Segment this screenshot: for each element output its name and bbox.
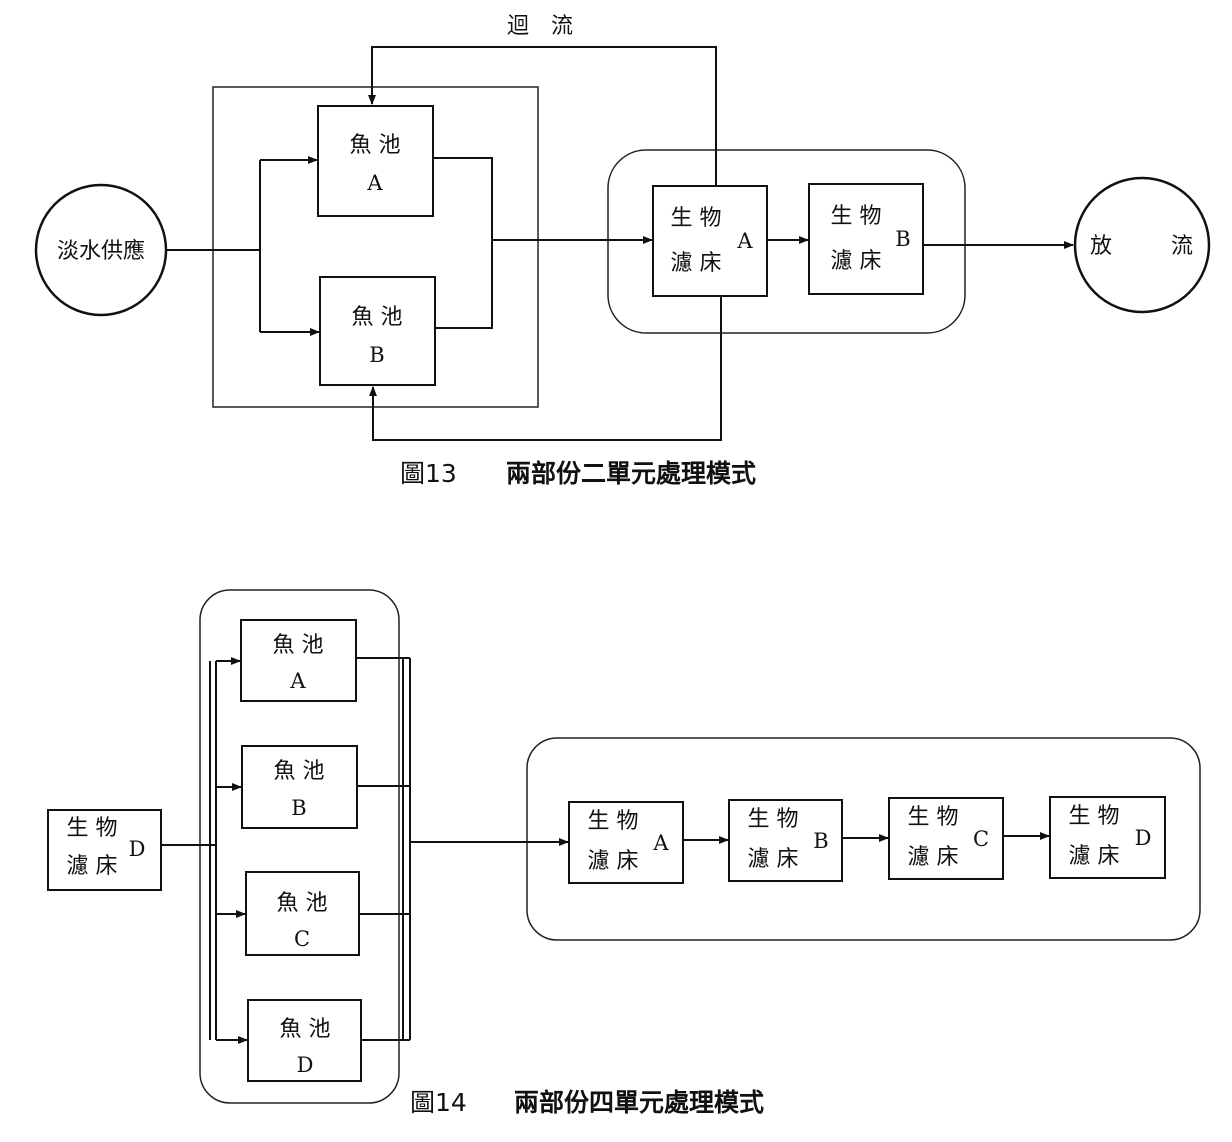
fig14-pond-a: 魚 池 A	[240, 619, 357, 702]
filter-id: C	[973, 827, 989, 851]
fig13-filter-a: 生 物 濾 床 A	[652, 185, 768, 297]
filter-line2: 濾 床	[908, 845, 959, 870]
discharge-label-right: 流	[1171, 234, 1193, 259]
supply-label: 淡水供應	[57, 238, 145, 264]
filter-line1: 生 物	[671, 206, 722, 231]
filter-line2: 濾 床	[831, 249, 882, 274]
recirculation-top-line	[368, 46, 717, 186]
filter-line1: 生 物	[748, 807, 799, 832]
pond-id: B	[369, 343, 384, 367]
fig14-pond-c: 魚 池 C	[245, 871, 360, 956]
pond-id: A	[366, 171, 383, 195]
fig14-filter-a: 生 物 濾 床 A	[568, 801, 684, 884]
fig14-source-filter-d: 生 物 濾 床 D	[47, 809, 162, 891]
figure-14: 生 物 濾 床 D 魚 池 A 魚 池 B 魚 池 C 魚 池	[47, 589, 1201, 1117]
discharge-node: 放 流	[1073, 176, 1211, 314]
figure14-caption-text: 兩部份四單元處理模式	[514, 1088, 764, 1117]
pond-name: 魚 池	[277, 891, 328, 916]
filter-id: B	[895, 227, 910, 251]
fig13-pond-a: 魚 池 A	[317, 105, 434, 217]
filter-line1: 生 物	[1069, 804, 1120, 829]
fig14-filter-b: 生 物 濾 床 B	[728, 799, 843, 882]
filter-line2: 濾 床	[588, 849, 639, 874]
filter-line1: 生 物	[831, 204, 882, 229]
figure13-caption-number: 圖13	[400, 459, 457, 488]
recirculation-bottom-line	[369, 296, 722, 441]
filter-line2: 濾 床	[1069, 844, 1120, 869]
pond-merge-line	[433, 157, 493, 329]
pond-name: 魚 池	[274, 759, 325, 784]
filter-line1: 生 物	[588, 809, 639, 834]
figure13-caption-text: 兩部份二單元處理模式	[506, 459, 756, 488]
fig14-pond-d: 魚 池 D	[247, 999, 362, 1082]
pond-group-frame	[212, 86, 539, 408]
figure-13: 淡水供應 放 流 魚 池 A 魚 池 B 生 物	[34, 14, 1211, 488]
pond-id: B	[291, 796, 306, 820]
pond-name: 魚 池	[280, 1017, 331, 1042]
pond-name: 魚 池	[273, 633, 324, 658]
pond-name: 魚 池	[350, 133, 401, 158]
filter-id: D	[129, 837, 146, 861]
freshwater-supply-node: 淡水供應	[34, 183, 168, 317]
filter-id: A	[652, 831, 669, 855]
figure14-caption-number: 圖14	[410, 1088, 467, 1117]
fig13-pond-b: 魚 池 B	[319, 276, 436, 386]
filter-line2: 濾 床	[671, 251, 722, 276]
filter-line1: 生 物	[908, 805, 959, 830]
filter-group-frame	[607, 149, 966, 334]
pond-name: 魚 池	[352, 305, 403, 330]
discharge-label-left: 放	[1090, 234, 1112, 259]
filter-line2: 濾 床	[748, 847, 799, 872]
filter-group-frame	[526, 737, 1201, 941]
recirculation-label: 迴 流	[507, 14, 573, 39]
pond-id: A	[289, 669, 306, 693]
fig14-pond-b: 魚 池 B	[241, 745, 358, 829]
fig14-filter-d: 生 物 濾 床 D	[1049, 796, 1166, 879]
filter-id: A	[736, 229, 753, 253]
fig14-filter-c: 生 物 濾 床 C	[888, 797, 1004, 880]
filter-line1: 生 物	[67, 816, 118, 841]
pond-group-frame	[199, 589, 400, 1104]
filter-id: D	[1135, 826, 1152, 850]
fig13-filter-b: 生 物 濾 床 B	[808, 183, 924, 295]
pond-id: D	[297, 1053, 314, 1077]
filter-id: B	[813, 829, 828, 853]
filter-line2: 濾 床	[67, 854, 118, 879]
pond-id: C	[294, 927, 310, 951]
